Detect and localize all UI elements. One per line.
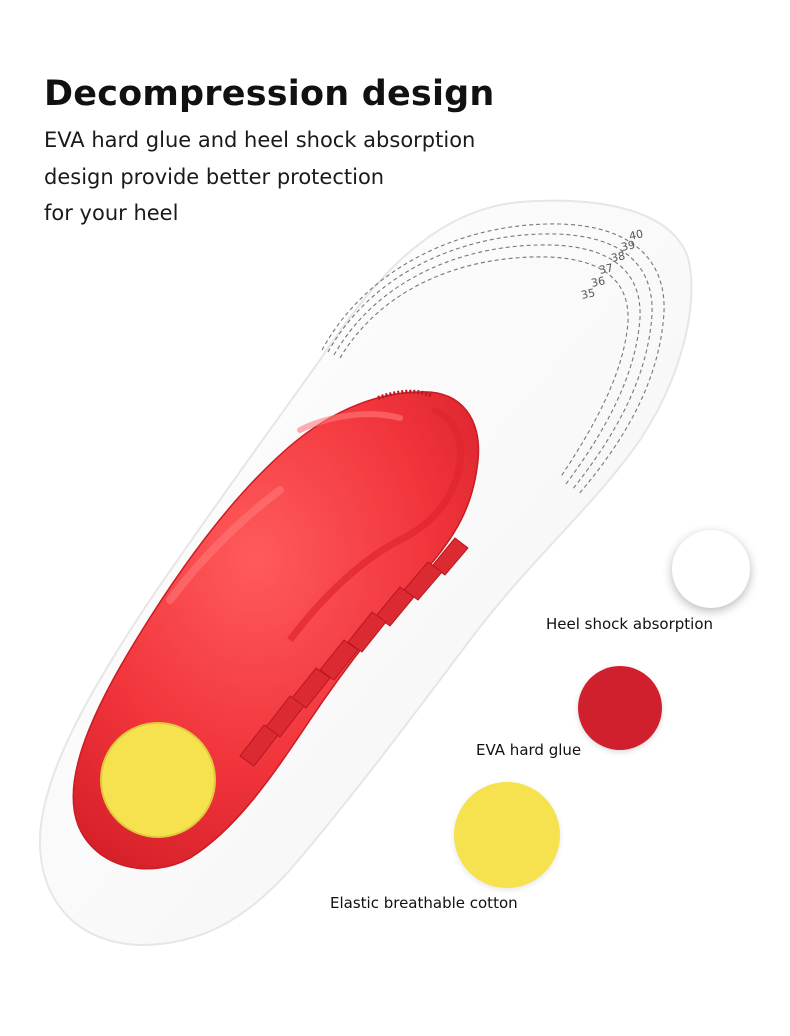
heel-shock-swatch (672, 530, 750, 608)
size-mark-40: 40 (628, 227, 644, 243)
arch-ribs (239, 537, 469, 767)
heel-cotton-pad (100, 722, 216, 838)
description-line-3: for your heel (44, 201, 179, 225)
page-title: Decompression design (44, 74, 495, 114)
size-mark-39: 39 (620, 238, 636, 254)
size-stitch-lines (321, 223, 665, 496)
cotton-label: Elastic breathable cotton (330, 894, 518, 912)
size-mark-38: 38 (610, 249, 626, 265)
cotton-swatch (454, 782, 560, 888)
size-mark-37: 37 (598, 261, 614, 277)
size-mark-35: 35 (580, 286, 596, 302)
description-line-2: design provide better protection (44, 165, 385, 189)
heel-shock-label: Heel shock absorption (546, 615, 713, 633)
eva-glue-label: EVA hard glue (476, 741, 582, 759)
description-line-1: EVA hard glue and heel shock absorption (44, 128, 476, 152)
eva-glue-swatch (578, 666, 662, 750)
size-mark-36: 36 (590, 274, 606, 290)
size-numbers: 40 39 38 37 36 35 (580, 227, 644, 302)
